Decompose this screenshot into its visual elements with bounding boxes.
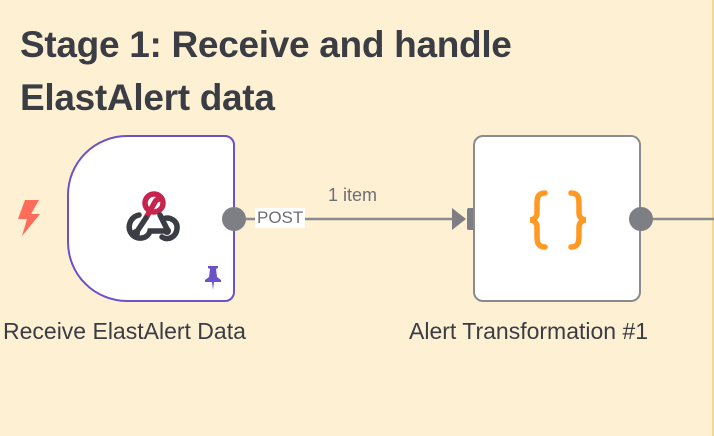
webhook-icon xyxy=(126,191,180,242)
code-output-handle[interactable] xyxy=(629,207,653,231)
node-alert-transformation-1[interactable] xyxy=(473,135,641,302)
node-label-alert-transformation-1: Alert Transformation #1 xyxy=(409,318,649,344)
items-count-label: 1 item xyxy=(328,185,378,205)
code-braces-icon xyxy=(529,190,587,250)
lightning-bolt-icon xyxy=(18,200,40,236)
webhook-output-handle[interactable] xyxy=(222,207,246,231)
output-label: POST xyxy=(255,208,306,228)
pin-icon[interactable] xyxy=(202,265,224,291)
connection-arrow-icon xyxy=(452,208,466,230)
node-label-receive-elastalert-data: Receive ElastAlert Data xyxy=(3,318,246,344)
sticky-note-title: Stage 1: Receive and handle ElastAlert d… xyxy=(20,24,512,118)
node-receive-elastalert-data[interactable] xyxy=(67,135,235,302)
